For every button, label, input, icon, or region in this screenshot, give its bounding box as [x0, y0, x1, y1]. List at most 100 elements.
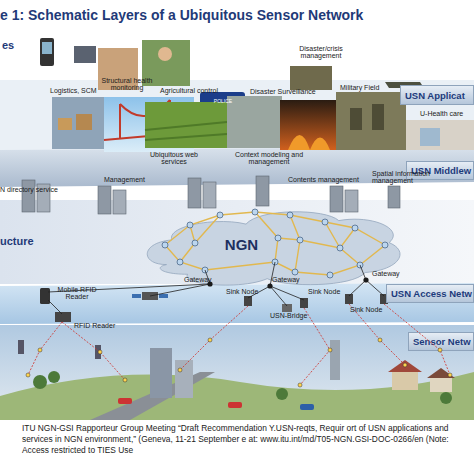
access-devices: [244, 296, 252, 306]
application-photos: [372, 104, 384, 130]
sensor-link: [28, 304, 450, 385]
ngn-router: [327, 272, 333, 278]
sensor-node: [403, 363, 407, 367]
gateway-dot: [267, 283, 272, 288]
ngn-router: [192, 240, 198, 246]
part-label: Spatial information management: [372, 170, 444, 185]
device-icons: [290, 66, 332, 90]
sensor-node: [298, 383, 302, 387]
layer-tab: USN Access Netw: [386, 284, 474, 303]
figure-caption: ITU NGN-GSI Rapporteur Group Meeting “Dr…: [22, 423, 470, 456]
part-label: Sink Node: [350, 306, 390, 313]
server-icons: [188, 178, 201, 208]
application-photos: [336, 92, 406, 150]
sensor-node: [98, 350, 102, 354]
server-icons: [203, 182, 216, 208]
application-photos: [145, 102, 227, 148]
ngn-router: [352, 225, 358, 231]
ngn-router: [382, 242, 388, 248]
sensor-node: [38, 348, 42, 352]
ngn-router: [322, 219, 328, 225]
layer-bands: [0, 283, 474, 324]
server-icons: [330, 186, 343, 212]
ngn-mesh: [165, 212, 385, 275]
sensor-field-scene: [150, 348, 172, 398]
ngn-mesh: [180, 212, 360, 272]
access-devices: [40, 288, 388, 322]
node-text: USN Applicat: [405, 90, 465, 101]
application-photos: [350, 108, 362, 130]
part-label: Mobile RFID Reader: [54, 286, 100, 301]
ngn-router: [177, 259, 183, 265]
server-icons: [22, 176, 400, 214]
part-label: POLICE: [206, 99, 240, 104]
ngn-router: [162, 242, 168, 248]
ngn-router: [287, 212, 293, 218]
layer-bands: [0, 80, 474, 152]
server-icons: [388, 186, 400, 208]
part-label: Disaster Surveillance: [250, 88, 330, 95]
ngn-router: [337, 245, 343, 251]
application-photos: [76, 114, 92, 130]
access-devices: [300, 298, 308, 308]
part-label: USN-Bridge: [270, 312, 320, 319]
ngn-router: [217, 212, 223, 218]
part-label: Management: [104, 176, 164, 183]
sensor-field-scene: [276, 388, 288, 400]
application-photos: [420, 128, 440, 146]
node-text: Sensor Netw: [413, 336, 471, 347]
layer-bands: [0, 80, 474, 420]
sensor-node: [26, 338, 452, 387]
access-devices: [159, 294, 168, 298]
sensor-field-scene: [330, 340, 340, 380]
ngn-router: [292, 269, 298, 275]
part-label: U-Health care: [420, 110, 474, 117]
part-label: N directory service: [0, 186, 80, 193]
sensor-field-scene: [118, 398, 132, 404]
sensor-node: [26, 373, 30, 377]
application-photos: [227, 96, 282, 148]
application-photos: [280, 100, 336, 150]
sensor-field-scene: [48, 371, 60, 383]
node-text: USN Access Netw: [391, 288, 472, 299]
gateway-wire: [48, 262, 384, 314]
part-label: Military Field: [340, 84, 400, 91]
gateway-wire: [48, 280, 384, 314]
sensor-field-scene: [392, 372, 418, 390]
sensor-field-scene: [95, 345, 101, 359]
ngn-router: [162, 209, 388, 278]
cloud-outline: [147, 212, 400, 285]
sensor-node: [448, 373, 452, 377]
server-icons: [345, 190, 358, 212]
part-label: Gateway: [272, 276, 312, 283]
sensor-field-scene: [430, 378, 452, 392]
sensor-node: [208, 338, 212, 342]
server-icons: [22, 180, 35, 212]
application-photos: [58, 118, 72, 130]
sensor-node: [178, 368, 182, 372]
access-devices: [132, 294, 141, 298]
device-icons: [42, 42, 52, 54]
part-label: Logistics, SCM: [50, 87, 120, 94]
application-photos: [406, 120, 474, 150]
part-label: Gateway: [184, 276, 224, 283]
application-photos: [145, 122, 227, 140]
sensor-node: [328, 348, 332, 352]
part-label: Context modeling and management: [234, 151, 304, 166]
ngn-router: [275, 235, 281, 241]
access-devices: [40, 288, 50, 304]
ngn-router: [297, 237, 303, 243]
part-label: Gateway: [372, 270, 412, 277]
part-label: Contents management: [288, 176, 368, 183]
server-icons: [113, 190, 126, 214]
ngn-router: [252, 209, 258, 215]
sensor-field-scene: [18, 340, 24, 354]
sensor-field-scene: [388, 360, 422, 372]
sensor-field-scene: [440, 392, 452, 404]
part-label: Structural health monitoring: [96, 77, 158, 92]
device-icons: [40, 38, 54, 66]
